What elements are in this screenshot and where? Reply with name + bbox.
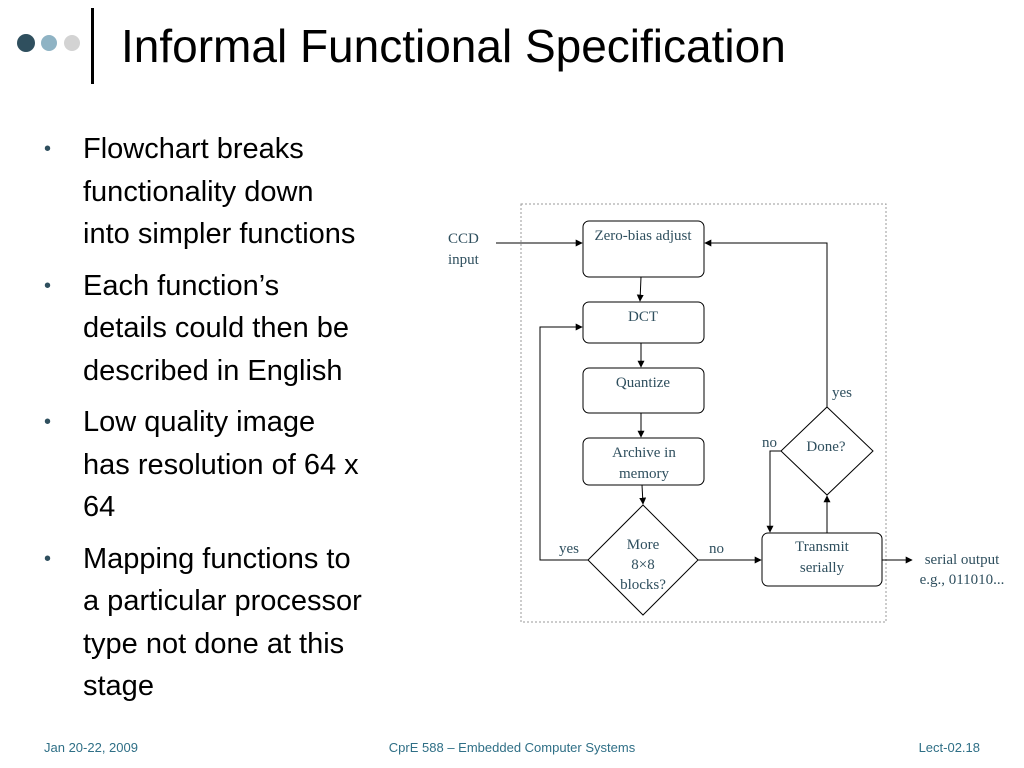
bullet-line: described in English <box>83 354 343 387</box>
bullet-icon: • <box>44 138 52 160</box>
footer-course: CprE 588 – Embedded Computer Systems <box>388 740 636 755</box>
bullet-line: 64 <box>83 491 116 523</box>
archive-label: memory <box>619 466 669 482</box>
dct-box <box>582 301 705 344</box>
bullet-item: • Low quality image has resolution of 64… <box>44 401 436 529</box>
bullet-line: has resolution of 64 x <box>83 448 359 481</box>
bullet-line: Low quality image <box>83 406 316 438</box>
serial-output-label: e.g., 011010... <box>920 572 1005 588</box>
zero-bias-label: Zero-bias adjust <box>594 228 692 244</box>
arrow-zero-bias-to-dct <box>636 276 644 302</box>
more-blocks-diamond <box>587 504 699 616</box>
bullet-line: Flowchart breaks <box>83 133 304 165</box>
arrow-done-yes-to-zero-bias <box>704 239 828 407</box>
no-bottom-label: no <box>709 541 724 557</box>
bullet-line: Each function’s <box>83 269 280 302</box>
ccd-input-label: CCD <box>448 231 479 247</box>
footer-lecture: Lect-02.18 <box>918 740 980 755</box>
ccd-input-label: input <box>448 252 480 268</box>
dot-dark <box>17 34 35 52</box>
footer-date: Jan 20-22, 2009 <box>44 740 138 755</box>
transmit-label: Transmit <box>795 539 849 555</box>
yes-right-label: yes <box>832 385 852 401</box>
bullet-icon: • <box>44 274 52 297</box>
more-blocks-label: More <box>627 537 660 553</box>
bullet-item: • Mapping functions to a particular proc… <box>44 538 436 708</box>
flowchart-frame <box>520 203 887 623</box>
more-blocks-label: 8×8 <box>631 557 654 573</box>
flowchart: CCD input Zero-bias adjust DCT Quantize … <box>448 203 1005 623</box>
serial-output-label: serial output <box>925 552 1000 568</box>
bullet-icon: • <box>44 547 52 570</box>
quantize-box <box>582 367 705 414</box>
bullet-line: stage <box>83 670 154 702</box>
arrow-more-yes-to-dct <box>539 323 588 561</box>
bullet-list: • Flowchart breaks functionality down in… <box>44 128 436 717</box>
dct-label: DCT <box>628 309 658 325</box>
quantize-label: Quantize <box>616 375 670 391</box>
yes-left-label: yes <box>559 541 579 557</box>
title-divider <box>91 8 94 84</box>
archive-box <box>582 437 705 486</box>
bullet-item: • Flowchart breaks functionality down in… <box>44 128 436 256</box>
no-right-label: no <box>762 435 777 451</box>
done-diamond <box>780 406 874 496</box>
done-label: Done? <box>806 439 845 455</box>
more-blocks-label: blocks? <box>620 577 666 593</box>
bullet-line: functionality down <box>83 175 314 208</box>
page-title: Informal Functional Specification <box>121 20 786 72</box>
bullet-icon: • <box>44 411 52 433</box>
bullet-line: Mapping functions to <box>83 542 351 575</box>
zero-bias-box <box>582 220 705 278</box>
arrow-done-no-to-transmit <box>766 450 781 533</box>
bullet-item: • Each function’s details could then be … <box>44 265 436 393</box>
decorative-dots <box>17 34 80 52</box>
bullet-line: details could then be <box>83 312 350 344</box>
bullet-line: a particular processor <box>83 585 362 617</box>
transmit-label: serially <box>800 560 845 576</box>
dot-light <box>64 35 80 51</box>
dot-mid <box>41 35 57 51</box>
bullet-line: type not done at this <box>83 627 345 660</box>
arrow-archive-to-more <box>639 484 647 505</box>
archive-label: Archive in <box>612 445 676 461</box>
bullet-line: into simpler functions <box>83 218 356 250</box>
